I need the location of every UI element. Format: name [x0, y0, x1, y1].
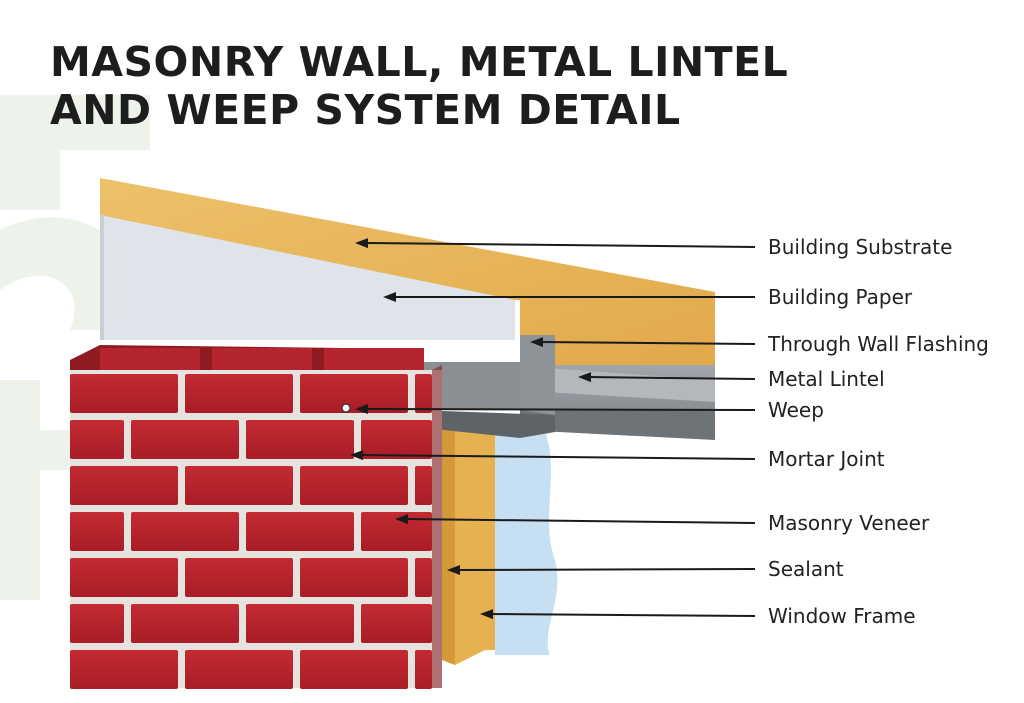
title-line-1: MASONRY WALL, METAL LINTEL	[50, 38, 789, 86]
leader-mortar-joint	[350, 450, 756, 461]
brick	[70, 374, 178, 413]
brick	[212, 348, 312, 370]
brick	[300, 374, 408, 413]
leader-masonry-veneer	[395, 514, 756, 525]
leader-building-substrate	[355, 238, 756, 249]
label-masonry-veneer: Masonry Veneer	[768, 511, 930, 535]
brick	[70, 466, 178, 505]
window-frame	[495, 432, 558, 655]
leader-weep	[355, 404, 756, 415]
page-title: MASONRY WALL, METAL LINTEL AND WEEP SYST…	[50, 38, 788, 134]
label-building-paper: Building Paper	[768, 285, 913, 309]
brick	[70, 650, 178, 689]
brick	[131, 420, 239, 459]
brick	[300, 558, 408, 597]
label-mortar-joint: Mortar Joint	[768, 447, 885, 471]
brick	[246, 420, 354, 459]
brick	[185, 650, 293, 689]
leader-through-wall-flashing	[530, 337, 756, 348]
masonry-veneer	[70, 345, 442, 689]
brick	[70, 558, 178, 597]
brick	[361, 604, 432, 643]
brick	[361, 420, 432, 459]
label-building-substrate: Building Substrate	[768, 235, 952, 259]
label-through-wall-flashing: Through Wall Flashing	[767, 332, 989, 356]
brick	[131, 512, 239, 551]
building-paper	[100, 215, 515, 340]
brick	[300, 650, 408, 689]
leader-metal-lintel	[578, 372, 756, 383]
brick	[246, 604, 354, 643]
brick	[415, 558, 432, 597]
label-weep: Weep	[768, 398, 824, 422]
brick	[415, 466, 432, 505]
brick	[131, 604, 239, 643]
brick	[324, 348, 424, 370]
brick	[100, 348, 200, 370]
brick	[185, 374, 293, 413]
leader-building-paper	[383, 292, 755, 302]
brick	[70, 604, 124, 643]
weep-tube	[341, 403, 351, 413]
brick	[361, 512, 432, 551]
brick	[300, 466, 408, 505]
label-metal-lintel: Metal Lintel	[768, 367, 885, 391]
label-window-frame: Window Frame	[768, 604, 916, 628]
brick	[70, 512, 124, 551]
brick	[415, 650, 432, 689]
brick	[185, 558, 293, 597]
brick	[246, 512, 354, 551]
leader-window-frame	[480, 609, 756, 620]
leader-sealant	[447, 564, 756, 575]
brick	[70, 420, 124, 459]
brick	[415, 374, 432, 413]
label-sealant: Sealant	[768, 557, 844, 581]
brick	[185, 466, 293, 505]
title-line-2: AND WEEP SYSTEM DETAIL	[50, 86, 681, 134]
